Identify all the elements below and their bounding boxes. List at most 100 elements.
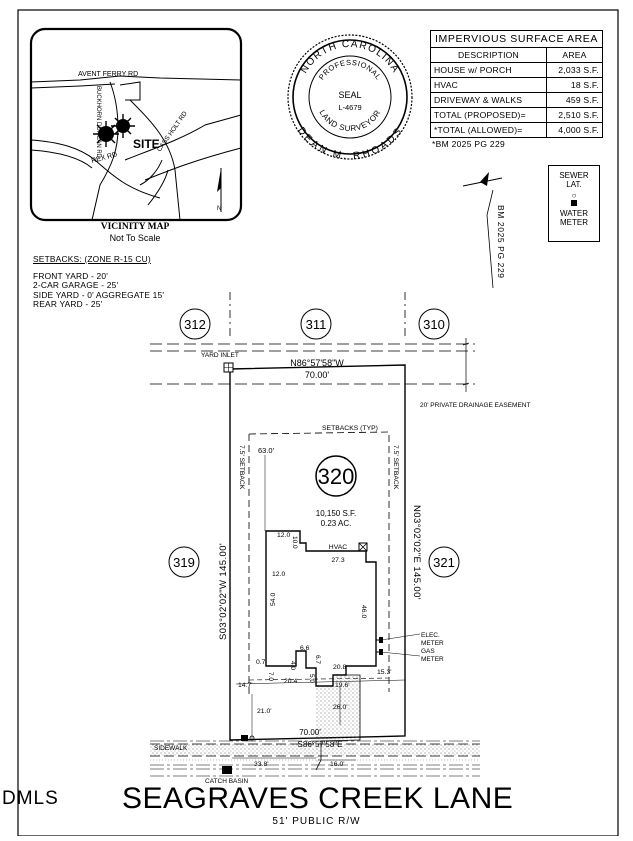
svg-text:12.0: 12.0 bbox=[277, 532, 290, 539]
table-row: *TOTAL (ALLOWED)= 4,000 S.F. bbox=[430, 122, 603, 138]
svg-text:10.0: 10.0 bbox=[291, 536, 298, 549]
water-legend-label: WATER METER bbox=[560, 209, 588, 227]
yard-inlet-label: YARD INLET bbox=[201, 352, 239, 359]
svg-text:312: 312 bbox=[184, 317, 206, 332]
impervious-surface-table: IMPERVIOUS SURFACE AREA DESCRIPTION AREA… bbox=[430, 30, 603, 138]
north-arrow-plat-icon bbox=[462, 172, 503, 289]
seal-word: SEAL bbox=[338, 90, 361, 100]
svg-text:19.6': 19.6' bbox=[335, 682, 350, 689]
top-distance: 70.00' bbox=[305, 370, 330, 380]
svg-text:27.3: 27.3 bbox=[331, 557, 344, 564]
easement-label: 20' PRIVATE DRAINAGE EASEMENT bbox=[420, 402, 530, 409]
street-name: SEAGRAVES CREEK LANE bbox=[122, 782, 514, 815]
svg-text:12.0: 12.0 bbox=[272, 571, 285, 578]
svg-text:15.3': 15.3' bbox=[377, 669, 392, 676]
plat-drawing bbox=[150, 292, 480, 777]
hvac-label: HVAC bbox=[329, 544, 347, 551]
seal-profession-text: PROFESSIONAL bbox=[317, 58, 383, 82]
road-buckhorn-label: BUCKHORN DUNCAN RD bbox=[95, 86, 101, 159]
vicinity-map: AVENT FERRY RD BUCKHORN DUNCAN RD CASS H… bbox=[29, 27, 243, 222]
svg-text:20.8: 20.8 bbox=[333, 664, 346, 671]
lot-321-marker: 321 bbox=[428, 546, 460, 578]
svg-text:4.0: 4.0 bbox=[289, 661, 296, 670]
table-row: HVAC 18 S.F. bbox=[430, 77, 603, 93]
hvac-unit-icon bbox=[358, 542, 368, 552]
road-avent-ferry-label: AVENT FERRY RD bbox=[78, 71, 138, 78]
svg-text:33.8': 33.8' bbox=[254, 761, 269, 768]
setbacks-title: SETBACKS: (ZONE R-15 CU) bbox=[33, 254, 151, 264]
north-arrow-icon: N bbox=[217, 168, 222, 212]
lot-312-marker: 312 bbox=[179, 308, 211, 340]
right-bearing: N03°02'02"E 145.00' bbox=[411, 505, 422, 600]
setback-line: REAR YARD - 25' bbox=[33, 299, 103, 310]
svg-text:311: 311 bbox=[306, 317, 327, 332]
bottom-bearing: S86°57'58"E bbox=[298, 740, 343, 749]
seal-license: L-4679 bbox=[338, 103, 361, 112]
table-row: HOUSE w/ PORCH 2,033 S.F. bbox=[430, 62, 603, 78]
svg-text:0.7: 0.7 bbox=[256, 659, 266, 666]
bm-reference-label: BM 2025 PG 229 bbox=[496, 205, 506, 279]
catch-basin-icon bbox=[222, 766, 232, 774]
site-label: SITE bbox=[133, 137, 160, 151]
table-row: DRIVEWAY & WALKS 459 S.F. bbox=[430, 92, 603, 108]
svg-text:METER: METER bbox=[421, 640, 444, 647]
watermark-logo: DMLS bbox=[2, 788, 59, 809]
svg-text:NORTH CAROLINA: NORTH CAROLINA bbox=[299, 39, 402, 76]
svg-text:N: N bbox=[217, 206, 221, 212]
setback-left-label: 7.5' SETBACK bbox=[238, 445, 245, 490]
svg-text:20.4: 20.4 bbox=[284, 678, 297, 685]
water-meter-symbol-icon bbox=[571, 200, 577, 206]
plat-labels: YARD INLET N86°57'58"W 70.00' 20' PRIVAT… bbox=[154, 352, 530, 785]
vicinity-map-scale: Not To Scale bbox=[109, 233, 161, 243]
lot-310-marker: 310 bbox=[418, 308, 450, 340]
svg-text:54.0: 54.0 bbox=[270, 593, 277, 606]
setback-line: 2-CAR GARAGE - 25' bbox=[33, 280, 119, 291]
setback-line: SIDE YARD - 0' AGGREGATE 15' bbox=[33, 289, 165, 300]
bottom-distance: 70.00' bbox=[299, 728, 321, 737]
svg-text:26.0': 26.0' bbox=[333, 704, 348, 711]
svg-text:310: 310 bbox=[423, 317, 445, 332]
setback-right-label: 7.5' SETBACK bbox=[392, 445, 399, 490]
vicinity-map-title: VICINITY MAP bbox=[100, 222, 170, 232]
svg-text:6.6: 6.6 bbox=[300, 645, 310, 652]
svg-text:16.0': 16.0' bbox=[330, 761, 345, 768]
setbacks-typ-label: SETBACKS (TYP) bbox=[322, 425, 378, 432]
meters-label: ELEC. METER GAS METER bbox=[421, 632, 444, 663]
lot-area-ac: 0.23 AC. bbox=[321, 519, 352, 528]
utility-legend: SEWER LAT. ○ WATER METER bbox=[548, 165, 600, 242]
lot-311-marker: 311 bbox=[300, 308, 332, 340]
svg-text:6.7: 6.7 bbox=[314, 655, 321, 664]
sewer-legend-label: SEWER LAT. bbox=[559, 171, 589, 189]
svg-text:321: 321 bbox=[433, 555, 455, 570]
svg-text:46.0: 46.0 bbox=[360, 605, 367, 618]
svg-text:GAS: GAS bbox=[421, 648, 435, 655]
road-cass-holt-label: CASS HOLT RD bbox=[156, 110, 189, 153]
svg-text:319: 319 bbox=[173, 555, 195, 570]
svg-text:21.0': 21.0' bbox=[257, 708, 272, 715]
surveyor-seal: NORTH CAROLINA PROFESSIONAL LAND SURVEYO… bbox=[287, 34, 413, 162]
seal-state-text: NORTH CAROLINA bbox=[299, 39, 400, 76]
site-star-icon bbox=[93, 114, 135, 147]
sidewalk-label: SIDEWALK bbox=[154, 745, 188, 752]
svg-text:ELEC.: ELEC. bbox=[421, 632, 440, 639]
right-of-way-label: 51' PUBLIC R/W bbox=[272, 816, 361, 827]
svg-text:14.7': 14.7' bbox=[238, 682, 253, 689]
svg-text:7.0: 7.0 bbox=[267, 672, 274, 681]
svg-text:METER: METER bbox=[421, 656, 444, 663]
dim-63: 63.0' bbox=[258, 446, 275, 455]
svg-text:5.0: 5.0 bbox=[308, 674, 315, 683]
table-header-row: DESCRIPTION AREA bbox=[430, 47, 603, 63]
table-title: IMPERVIOUS SURFACE AREA bbox=[430, 30, 603, 48]
svg-text:PROFESSIONAL: PROFESSIONAL bbox=[317, 58, 383, 82]
catch-basin-label: CATCH BASIN bbox=[205, 778, 249, 785]
lot-320-marker: 320 bbox=[315, 455, 357, 497]
top-bearing: N86°57'58"W bbox=[290, 358, 344, 368]
setbacks-notes: SETBACKS: (ZONE R-15 CU) FRONT YARD - 20… bbox=[33, 254, 165, 310]
table-row: TOTAL (PROPOSED)= 2,510 S.F. bbox=[430, 107, 603, 123]
table-footnote: *BM 2025 PG 229 bbox=[432, 139, 506, 149]
lot-area-sf: 10,150 S.F. bbox=[316, 509, 356, 518]
lot-319-marker: 319 bbox=[168, 546, 200, 578]
left-bearing: S03°02'02"W 145.00' bbox=[218, 543, 229, 640]
